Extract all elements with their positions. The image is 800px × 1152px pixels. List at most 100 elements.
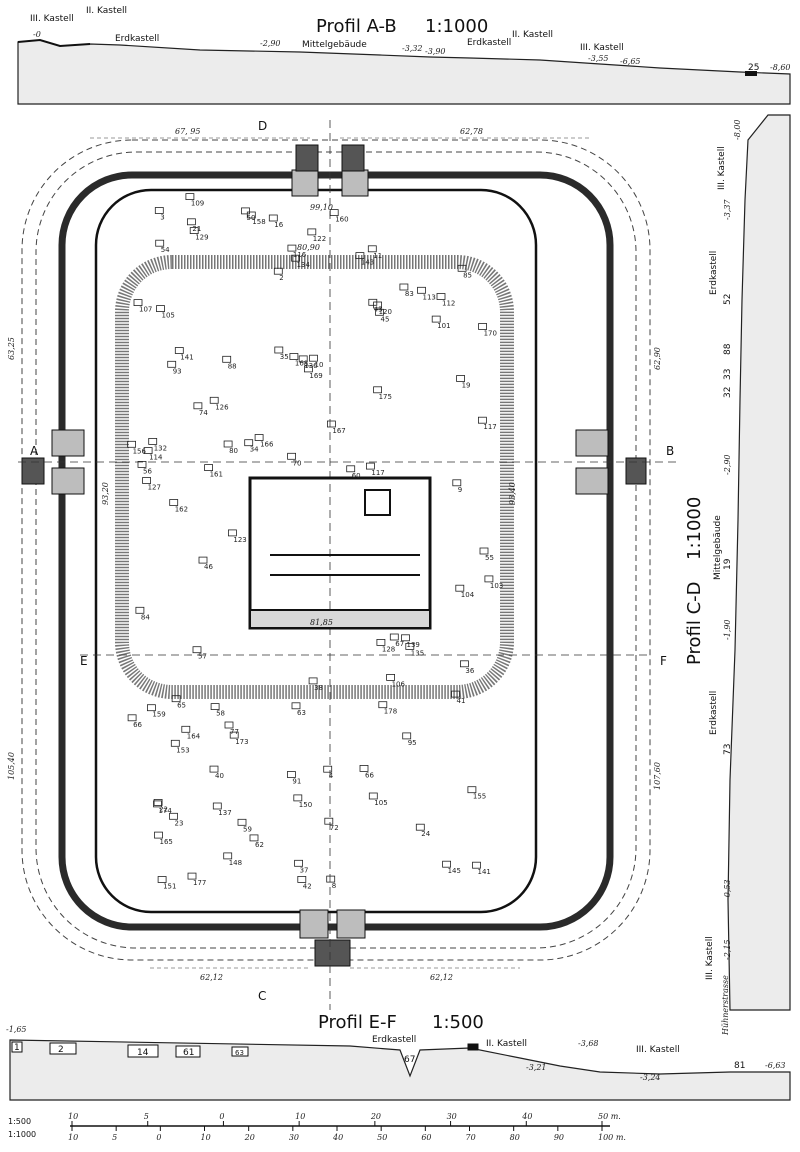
svg-text:66: 66 xyxy=(133,721,142,729)
profile-ef-marker-6: 67 xyxy=(404,1055,415,1065)
svg-text:67: 67 xyxy=(395,640,404,648)
profile-ef-block-1 xyxy=(11,1041,23,1053)
feature-156: 156 xyxy=(127,440,147,455)
svg-text:168: 168 xyxy=(295,360,308,368)
svg-text:41: 41 xyxy=(457,697,466,705)
feature-155: 155 xyxy=(467,786,486,801)
scale-tick-label-1000: 20 xyxy=(244,1133,255,1142)
profile-cd-level-1: -8,00 xyxy=(733,119,742,140)
feature-126: 126 xyxy=(209,396,229,411)
profile-ef-label-1: Erdkastell xyxy=(372,1035,416,1045)
profile-cd-marker-5: 19 xyxy=(723,558,733,570)
profile-cd-marker-1: 52 xyxy=(723,294,733,305)
dim-right-inner: 93,40 xyxy=(508,482,517,505)
feature-83: 83 xyxy=(399,283,414,298)
feature-66: 66 xyxy=(359,765,374,779)
svg-text:23: 23 xyxy=(175,819,184,827)
svg-text:105: 105 xyxy=(162,312,175,320)
feature-106: 106 xyxy=(386,674,406,688)
svg-text:21: 21 xyxy=(192,225,201,233)
gate-west xyxy=(21,429,85,495)
feature-91: 91 xyxy=(286,771,301,786)
feature-113: 113 xyxy=(417,286,436,301)
feature-129: 129 xyxy=(189,227,209,242)
scale-tick-label-500: 10 xyxy=(68,1112,78,1121)
feature-137: 137 xyxy=(212,802,232,817)
svg-text:145: 145 xyxy=(448,867,461,875)
feature-60: 60 xyxy=(346,465,361,480)
feature-62: 62 xyxy=(249,834,264,849)
feature-65: 65 xyxy=(171,695,186,710)
profile-cd-label-4: Erdkastell xyxy=(709,691,719,735)
svg-text:104: 104 xyxy=(461,591,475,599)
feature-67: 67 xyxy=(389,633,404,648)
profile-ab: Profil A-B 1:1000 III. Kastell II. Kaste… xyxy=(17,6,791,105)
profile-ab-level-6: -6,65 xyxy=(620,57,641,66)
profile-ab-block xyxy=(745,71,757,76)
scale-tick-label-1000: 10 xyxy=(201,1133,211,1142)
dim-right-lower: 107,60 xyxy=(653,762,662,790)
feature-34: 34 xyxy=(244,439,259,454)
scale-label-1000: 1:1000 xyxy=(8,1130,36,1139)
feature-22: 22 xyxy=(153,799,168,813)
dim-left-outer: 63,25 xyxy=(7,337,16,360)
svg-text:151: 151 xyxy=(163,883,176,891)
profile-ef-level-3: -3,21 xyxy=(526,1063,547,1072)
profile-ef-title: Profil E-F xyxy=(318,1012,397,1033)
svg-text:56: 56 xyxy=(143,467,152,475)
svg-text:112: 112 xyxy=(442,300,455,308)
dim-inner-top-2: 80,90 xyxy=(297,243,320,252)
svg-text:137: 137 xyxy=(218,809,231,817)
svg-text:70: 70 xyxy=(293,459,302,467)
feature-161: 161 xyxy=(204,464,223,479)
svg-text:148: 148 xyxy=(229,859,242,867)
profile-cd-ground xyxy=(727,114,791,1011)
svg-text:117: 117 xyxy=(371,469,384,477)
profile-ab-label-6: II. Kastell xyxy=(512,30,553,40)
svg-text:84: 84 xyxy=(141,613,150,621)
feature-169: 169 xyxy=(303,365,323,380)
svg-text:93: 93 xyxy=(173,367,182,375)
feature-134: 134 xyxy=(291,254,311,269)
svg-text:103: 103 xyxy=(490,582,503,590)
marker-d: D xyxy=(258,119,267,133)
svg-text:164: 164 xyxy=(187,732,201,740)
profile-cd: Profil C-D 1:1000 III. Kastell Erdkastel… xyxy=(684,114,791,1036)
feature-88: 88 xyxy=(222,355,237,370)
svg-text:57: 57 xyxy=(198,653,207,661)
profile-cd-scale: 1:1000 xyxy=(684,497,705,560)
svg-text:165: 165 xyxy=(160,838,173,846)
feature-160: 160 xyxy=(329,209,349,224)
scale-tick-label-500: 30 xyxy=(447,1112,457,1121)
feature-117: 117 xyxy=(365,462,385,477)
profile-ab-scale: 1:1000 xyxy=(425,16,488,37)
svg-text:128: 128 xyxy=(382,645,395,653)
svg-text:58: 58 xyxy=(216,710,225,718)
profile-ef-block-14 xyxy=(127,1044,159,1058)
feature-4: 4 xyxy=(323,765,334,780)
profile-cd-label-2: Erdkastell xyxy=(709,251,719,295)
feature-9: 9 xyxy=(452,479,462,494)
feature-77: 77 xyxy=(224,721,239,736)
svg-text:24: 24 xyxy=(421,830,430,838)
feature-170: 170 xyxy=(478,323,497,338)
profile-cd-level-3: -2,90 xyxy=(723,454,732,475)
feature-112: 112 xyxy=(436,293,455,308)
svg-text:155: 155 xyxy=(473,793,486,801)
svg-text:126: 126 xyxy=(215,403,229,411)
dim-inner-top-1: 99,10 xyxy=(310,203,333,212)
profile-ef-level-1: -1,65 xyxy=(6,1025,27,1034)
svg-text:178: 178 xyxy=(384,708,397,716)
svg-text:60: 60 xyxy=(352,472,361,480)
feature-145: 145 xyxy=(442,860,461,875)
svg-text:113: 113 xyxy=(423,293,436,301)
scale-tick-label-500: 0 xyxy=(219,1112,224,1121)
svg-text:177: 177 xyxy=(193,879,206,887)
dim-right-outer: 62,90 xyxy=(653,347,662,370)
feature-72: 72 xyxy=(324,817,339,832)
svg-text:114: 114 xyxy=(149,454,163,462)
marker-e: E xyxy=(80,654,88,668)
svg-text:8: 8 xyxy=(332,882,336,890)
